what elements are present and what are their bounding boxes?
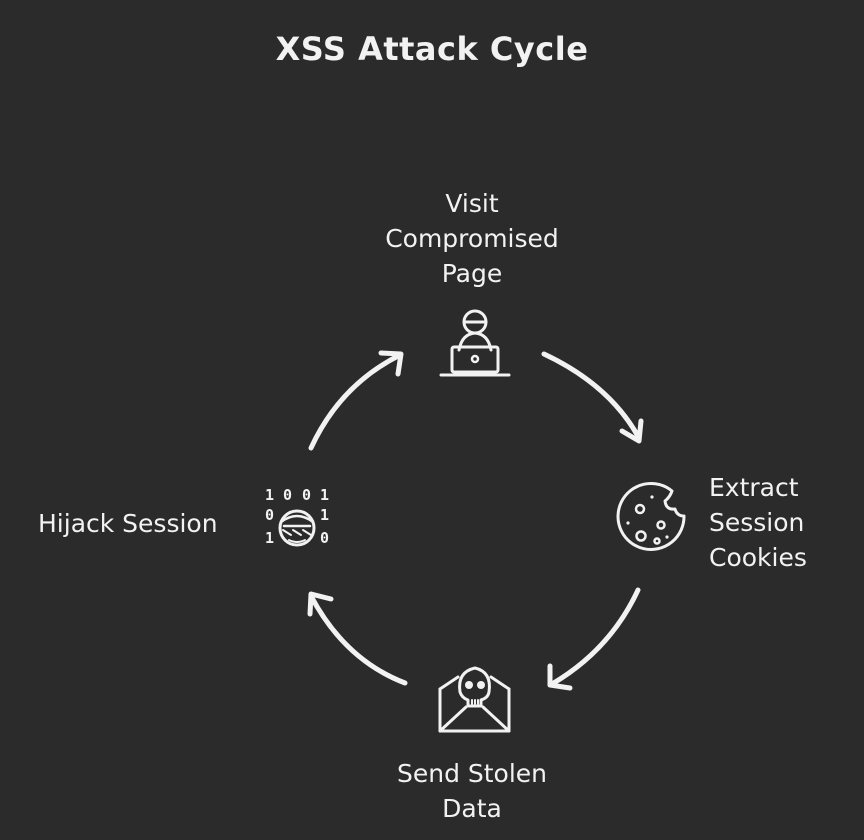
skull-envelope-icon <box>438 666 511 733</box>
step-label-line: Data <box>442 794 502 823</box>
step-label-line: Compromised <box>385 224 559 253</box>
step-label-line: Extract <box>709 473 799 502</box>
step-label-line: Send Stolen <box>396 759 548 788</box>
step-label-send-stolen-data: Send Stolen Data <box>332 756 612 826</box>
step-label-extract-session-cookies: Extract Session Cookies <box>709 470 807 575</box>
cycle-arrow-visit-to-extract <box>541 351 644 444</box>
cycle-arrow-hijack-to-visit <box>308 350 404 451</box>
step-label-line: Page <box>441 259 503 288</box>
cycle-arrow-extract-to-send <box>547 587 641 691</box>
binary-digit: 0 <box>283 486 292 504</box>
step-label-line: Cookies <box>709 543 807 572</box>
hacker-binary-icon: 1 0 0 1 0 1 1 0 <box>265 486 329 547</box>
binary-digit: 1 <box>320 506 329 524</box>
binary-digit: 1 <box>265 486 274 504</box>
step-label-line: Visit <box>445 189 499 218</box>
user-laptop-icon <box>439 309 511 377</box>
cycle-arrow-send-to-hijack <box>307 591 408 686</box>
step-label-visit-compromised-page: Visit Compromised Page <box>332 186 612 291</box>
step-label-hijack-session: Hijack Session <box>38 506 218 541</box>
step-label-line: Session <box>709 508 805 537</box>
step-label-line: Hijack Session <box>38 509 218 538</box>
binary-digit: 0 <box>302 486 311 504</box>
binary-digit: 0 <box>320 529 329 547</box>
cookie-icon <box>616 481 686 551</box>
binary-digit: 1 <box>265 529 274 547</box>
binary-digit: 0 <box>265 506 274 524</box>
binary-digit: 1 <box>320 486 329 504</box>
diagram-title: XSS Attack Cycle <box>275 30 589 68</box>
